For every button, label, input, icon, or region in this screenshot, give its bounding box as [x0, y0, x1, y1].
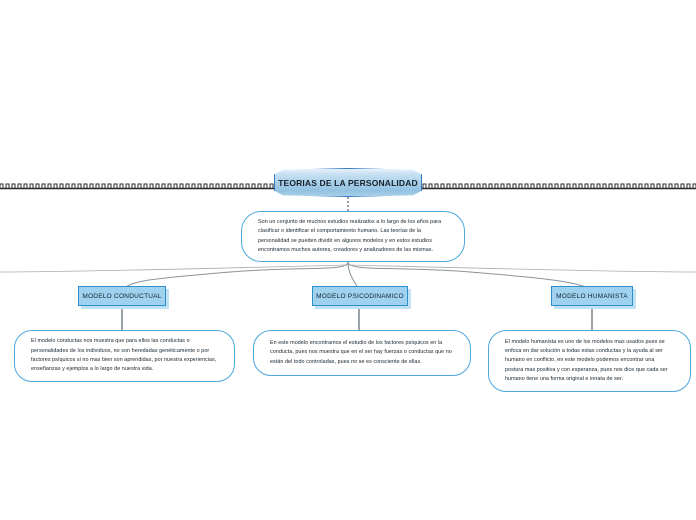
branch-description-bubble-modelo-humanista[interactable]: El modelo humanista es uno de los modelo…: [488, 330, 691, 392]
branch-level-guides: [0, 264, 696, 273]
branch-description-text: En este modelo encontramos el estudio de…: [270, 340, 452, 365]
branch-node-modelo-humanista[interactable]: MODELO HUMANISTA: [551, 286, 633, 306]
root-description-bubble[interactable]: Son un conjunto de muchos estudios reali…: [241, 211, 465, 262]
branch-node-label: MODELO PSICODINAMICO: [316, 292, 404, 300]
branch-node-label: MODELO HUMANISTA: [556, 292, 628, 300]
branch-node-modelo-conductual[interactable]: MODELO CONDUCTUAL: [78, 286, 166, 306]
root-node-label: TEORIAS DE LA PERSONALIDAD: [278, 177, 418, 188]
branch-description-bubble-modelo-conductual[interactable]: El modelo conductas nos muestra que para…: [14, 330, 235, 382]
branch-node-label: MODELO CONDUCTUAL: [82, 292, 162, 300]
branch-description-bubble-modelo-psicodinamico[interactable]: En este modelo encontramos el estudio de…: [253, 330, 471, 376]
branch-node-modelo-psicodinamico[interactable]: MODELO PSICODINAMICO: [312, 286, 408, 306]
branch-description-text: El modelo humanista es uno de los modelo…: [505, 338, 668, 382]
branch-stems: [121, 306, 593, 330]
root-description-text: Son un conjunto de muchos estudios reali…: [258, 218, 442, 253]
branch-description-text: El modelo conductas nos muestra que para…: [31, 338, 217, 373]
root-node[interactable]: TEORIAS DE LA PERSONALIDAD: [274, 168, 422, 197]
